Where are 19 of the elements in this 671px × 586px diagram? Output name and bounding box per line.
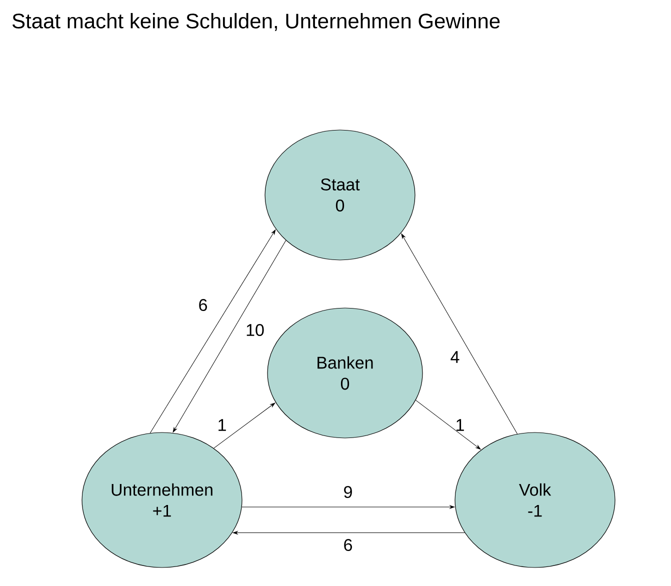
arrow [242,505,455,509]
ellipse-node: Volk -1 [454,432,616,568]
arrow [232,531,465,534]
arrow [150,230,276,434]
arrow [214,402,276,448]
edge-label: 1 [456,419,464,431]
edge-label: 9 [344,486,352,498]
arrow [401,234,518,434]
arrow [172,240,286,432]
ellipse-node: Banken 0 [267,308,423,438]
ellipse-node: Staat 0 [264,130,416,260]
edge-label: 6 [344,538,352,552]
arrow [416,400,481,450]
title: Staat macht keine Schulden, Unternehmen Gewinne [12,13,500,31]
edge-label: 6 [199,298,207,312]
edge-label: 4 [450,351,460,363]
edge-label: 10 [246,324,264,336]
edge-label: 1 [218,419,226,431]
ellipse-node: Unternehmen +1 [82,432,242,568]
